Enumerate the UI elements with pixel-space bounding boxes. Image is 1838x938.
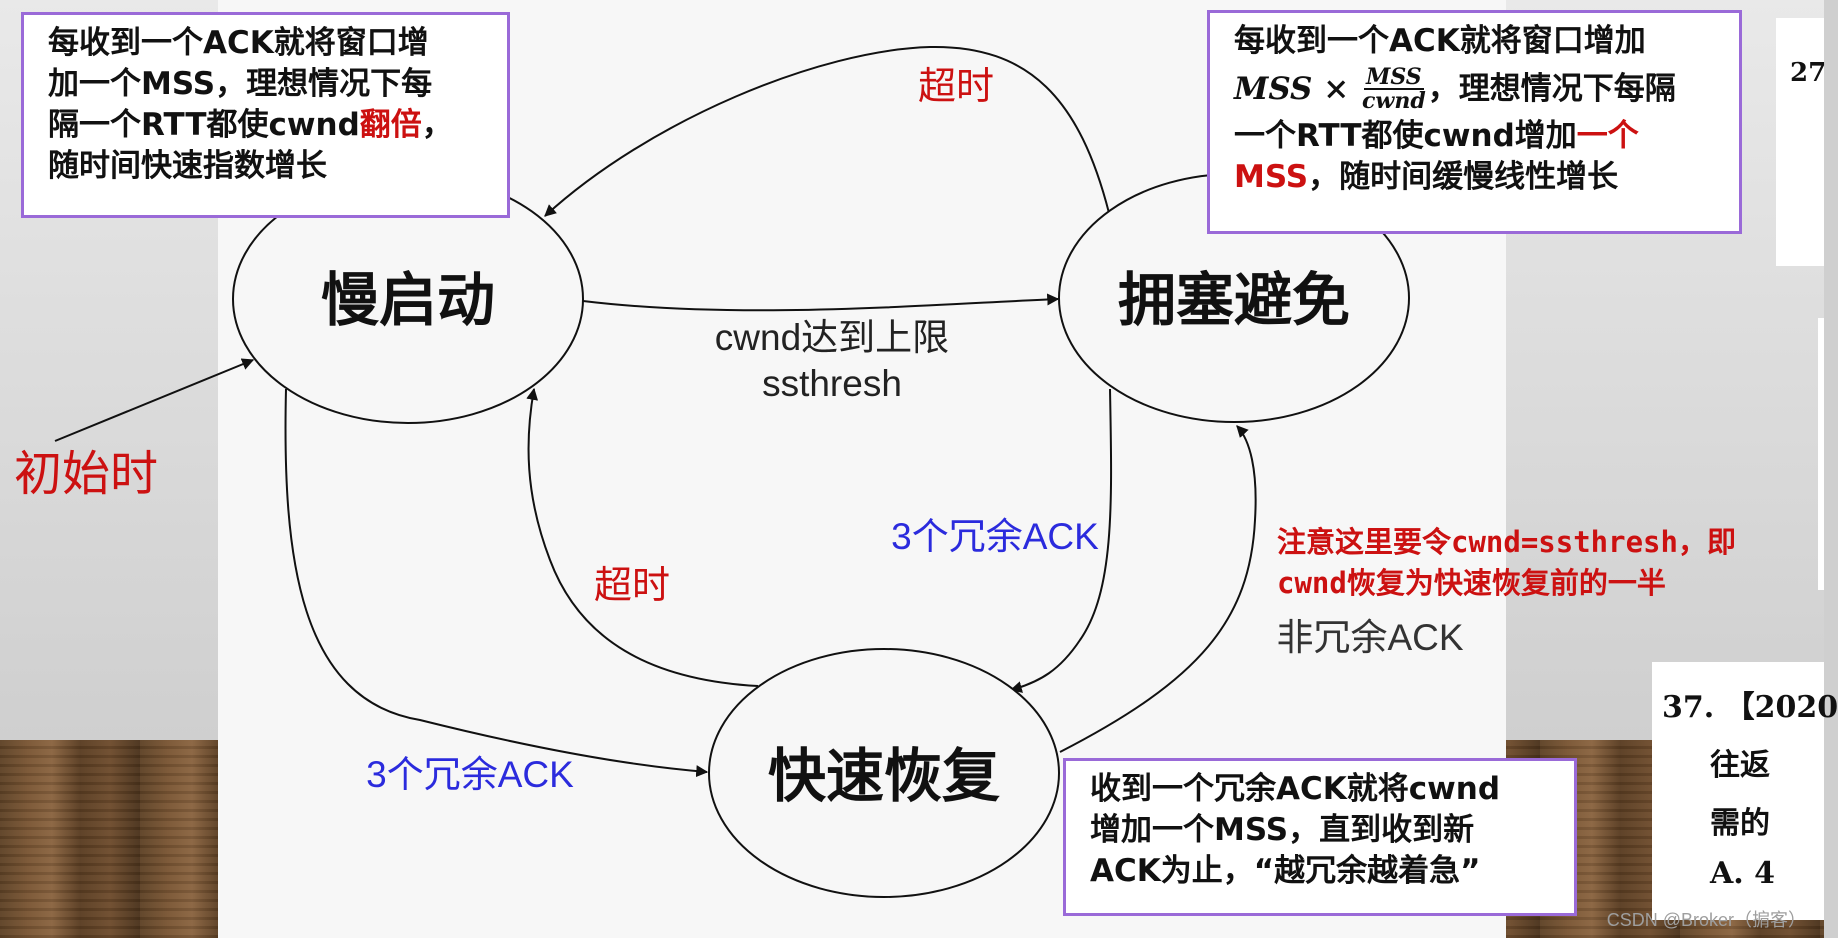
note-slow-start-line3-suffix: ，	[421, 107, 453, 143]
question-37-line1: 37. 【2020	[1662, 690, 1838, 725]
state-label-slow-start: 慢启动	[321, 266, 495, 334]
note-slow-start-line3-prefix: 隔一个RTT都使cwnd	[48, 107, 360, 143]
edge-fastrecovery-to-avoidance	[1059, 425, 1257, 753]
note-slow-start-line4: 随时间快速指数增长	[48, 148, 327, 184]
note-avoidance-highlight-1: 一个	[1576, 118, 1639, 154]
edge-fastrecovery-to-slowstart-timeout	[526, 387, 759, 687]
question-27-number: 27	[1790, 58, 1827, 88]
note-fast-recovery: 收到一个冗余ACK就将cwnd 增加一个MSS，直到收到新 ACK为止，“越冗余…	[1063, 758, 1577, 916]
edge-label-dup-ack-right: 3个冗余ACK	[891, 516, 1099, 557]
question-37-card: 37. 【2020 往返 需的 A. 4	[1652, 662, 1838, 920]
edge-label-cwnd-limit-line1: cwnd达到上限	[715, 317, 949, 358]
right-panel-middle	[1818, 318, 1824, 590]
edge-label-cwnd-limit-line2: ssthresh	[762, 363, 902, 404]
note-avoidance-line1: 每收到一个ACK就将窗口增加	[1234, 23, 1646, 59]
note-slow-start-line3: 隔一个RTT都使cwnd翻倍，	[48, 105, 493, 146]
edge-label-dup-ack-bottom: 3个冗余ACK	[366, 754, 574, 795]
attention-note-line1: 注意这里要令cwnd=ssthresh，即	[1277, 525, 1736, 559]
state-node-fast-recovery	[708, 648, 1060, 898]
note-avoidance-line4: MSS，随时间缓慢线性增长	[1234, 157, 1725, 198]
question-37-line4: A. 4	[1710, 856, 1776, 891]
question-37-line3: 需的	[1710, 806, 1770, 841]
edge-label-non-dup-ack: 非冗余ACK	[1276, 617, 1463, 658]
note-avoidance-highlight-2: MSS	[1234, 159, 1309, 195]
note-avoidance-line3: 一个RTT都使cwnd增加一个	[1234, 116, 1725, 157]
note-avoidance-line2-suffix: ，理想情况下每隔	[1427, 70, 1676, 107]
note-avoidance-math-mss: MSS	[1234, 70, 1313, 107]
note-fast-recovery-line1: 收到一个冗余ACK就将cwnd	[1090, 771, 1501, 807]
note-avoidance-line3-prefix: 一个RTT都使cwnd增加	[1234, 118, 1577, 154]
note-slow-start-highlight: 翻倍	[359, 107, 422, 143]
note-avoidance-fraction-numerator: MSS	[1364, 64, 1424, 90]
question-37-line2: 往返	[1710, 748, 1770, 783]
note-avoidance-math-times: ×	[1312, 70, 1360, 107]
right-panel-top: 27	[1776, 18, 1827, 266]
edge-avoidance-to-fastrecovery	[1009, 388, 1113, 693]
edge-label-timeout-top: 超时	[918, 64, 994, 108]
note-avoidance-line4-suffix: ，随时间缓慢线性增长	[1308, 159, 1619, 195]
note-avoidance-fraction-denominator: cwnd	[1361, 88, 1426, 114]
state-label-congestion-avoidance: 拥塞避免	[1118, 266, 1350, 334]
note-slow-start: 每收到一个ACK就将窗口增 加一个MSS，理想情况下每 隔一个RTT都使cwnd…	[21, 12, 510, 218]
edge-slowstart-to-fastrecovery	[284, 388, 709, 778]
note-slow-start-line2: 加一个MSS，理想情况下每	[48, 66, 433, 102]
note-fast-recovery-line2: 增加一个MSS，直到收到新	[1090, 812, 1475, 848]
attention-note-line2: cwnd恢复为快速恢复前的一半	[1277, 566, 1666, 600]
note-fast-recovery-line3: ACK为止，“越冗余越着急”	[1090, 853, 1481, 889]
watermark: CSDN @Broker（掮客）	[1606, 910, 1806, 930]
state-label-fast-recovery: 快速恢复	[768, 742, 1000, 810]
initial-label: 初始时	[14, 446, 158, 502]
note-slow-start-line1: 每收到一个ACK就将窗口增	[48, 25, 429, 61]
edge-avoidance-to-slowstart-timeout	[544, 45, 1110, 217]
edge-label-timeout-left: 超时	[594, 563, 670, 607]
edge-slowstart-to-avoidance	[582, 293, 1060, 312]
edge-initial-arrow	[54, 358, 255, 442]
